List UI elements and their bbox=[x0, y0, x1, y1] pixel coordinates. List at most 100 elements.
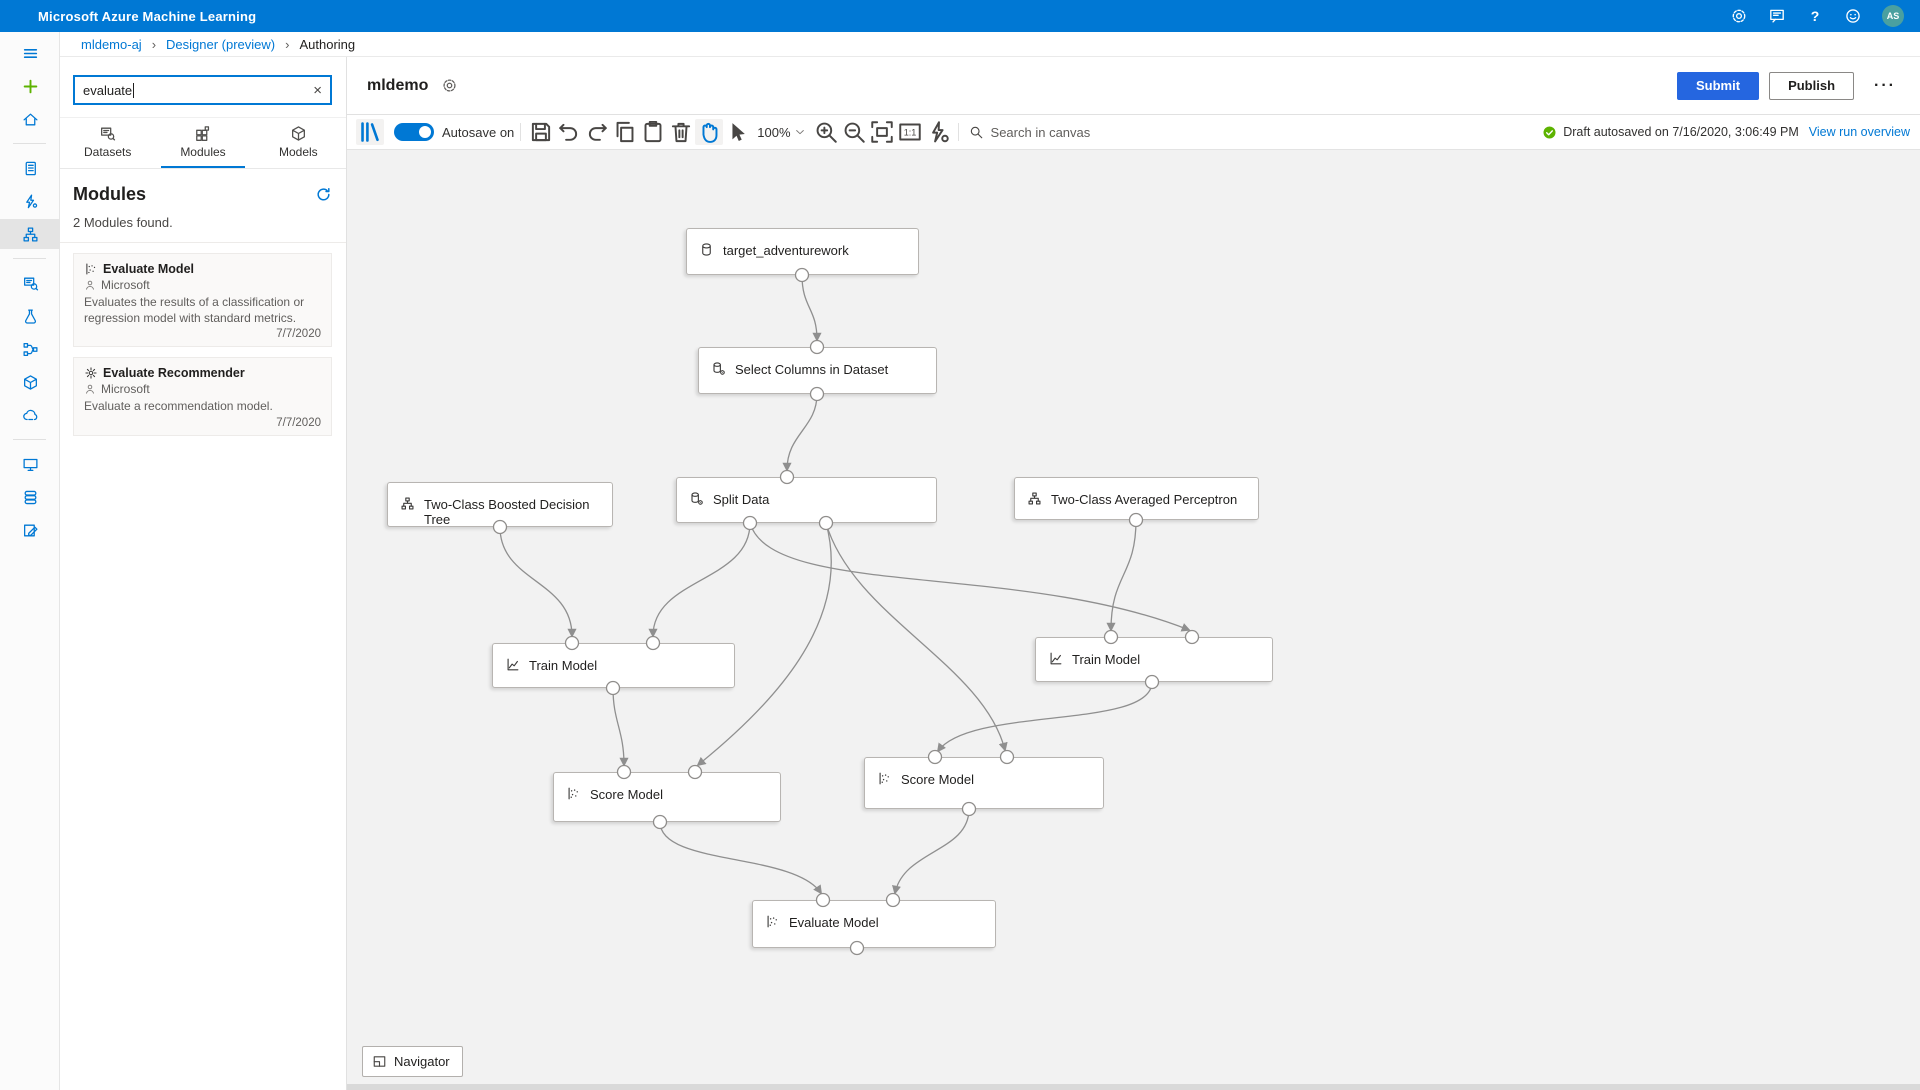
breadcrumb: mldemo-aj › Designer (preview) › Authori… bbox=[60, 32, 1920, 57]
navigator-button[interactable]: Navigator bbox=[362, 1046, 463, 1077]
autosave-success-check-icon bbox=[1542, 125, 1557, 140]
rail-item-endpoints[interactable] bbox=[0, 400, 60, 430]
canvas-node-split-data[interactable]: Split Data bbox=[676, 477, 937, 523]
rail-item-home[interactable] bbox=[0, 104, 60, 134]
delete-icon[interactable] bbox=[667, 119, 695, 145]
breadcrumb-workspace[interactable]: mldemo-aj bbox=[81, 36, 142, 52]
canvas-node-perceptron[interactable]: Two-Class Averaged Perceptron bbox=[1014, 477, 1259, 520]
search-in-canvas-input[interactable]: Search in canvas bbox=[969, 125, 1090, 140]
rail-item-experiments[interactable] bbox=[0, 301, 60, 331]
app-top-bar: Microsoft Azure Machine Learning ? AS bbox=[0, 0, 1920, 32]
actual-size-icon[interactable]: 1:1 bbox=[896, 119, 924, 145]
help-icon[interactable]: ? bbox=[1810, 8, 1820, 24]
compute-icon bbox=[22, 456, 39, 473]
rail-item-notebooks[interactable] bbox=[0, 153, 60, 183]
rail-divider bbox=[13, 439, 46, 440]
scatter-icon bbox=[877, 771, 892, 786]
module-card-evaluate-recommender[interactable]: Evaluate Recommender Microsoft Evaluate … bbox=[73, 357, 332, 436]
module-card-description: Evaluate a recommendation model. bbox=[84, 399, 273, 414]
autosave-label: Autosave on bbox=[442, 124, 515, 140]
rail-item-models[interactable] bbox=[0, 367, 60, 397]
pipeline-settings-gear-icon[interactable] bbox=[441, 77, 458, 94]
settings-gear-icon[interactable] bbox=[1730, 7, 1748, 25]
avatar[interactable]: AS bbox=[1882, 5, 1904, 27]
navigator-icon bbox=[372, 1054, 387, 1069]
rail-item-datastores[interactable] bbox=[0, 482, 60, 512]
autosave-toggle[interactable] bbox=[394, 123, 434, 141]
modules-tab-icon bbox=[194, 125, 211, 142]
module-card-date: 7/7/2020 bbox=[276, 416, 321, 429]
tab-models[interactable]: Models bbox=[251, 118, 346, 168]
copy-icon[interactable] bbox=[611, 119, 639, 145]
submit-button[interactable]: Submit bbox=[1677, 71, 1760, 100]
canvas-node-evaluate[interactable]: Evaluate Model bbox=[752, 900, 996, 948]
pipeline-edge bbox=[1106, 519, 1137, 632]
rail-item-new[interactable] bbox=[0, 71, 60, 101]
publish-button[interactable]: Publish bbox=[1769, 71, 1855, 100]
rail-item-designer[interactable] bbox=[0, 219, 60, 249]
tab-datasets[interactable]: Datasets bbox=[60, 118, 155, 168]
pipeline-edge bbox=[499, 526, 577, 638]
pipeline-edge bbox=[749, 522, 1191, 632]
datastores-icon bbox=[22, 489, 39, 506]
canvas-node-train-left[interactable]: Train Model bbox=[492, 643, 735, 688]
train-icon bbox=[1048, 651, 1063, 666]
app-title: Microsoft Azure Machine Learning bbox=[38, 8, 257, 24]
zoom-out-icon[interactable] bbox=[840, 119, 868, 145]
node-label: Train Model bbox=[1072, 652, 1141, 667]
refresh-icon[interactable] bbox=[315, 186, 332, 203]
undo-icon[interactable] bbox=[555, 119, 583, 145]
module-card-evaluate-model[interactable]: Evaluate Model Microsoft Evaluates the r… bbox=[73, 253, 332, 348]
tab-label: Modules bbox=[180, 145, 226, 159]
tab-modules[interactable]: Modules bbox=[155, 118, 250, 168]
horizontal-scrollbar[interactable] bbox=[347, 1084, 1920, 1090]
rail-item-compute[interactable] bbox=[0, 449, 60, 479]
canvas-node-score-right[interactable]: Score Model bbox=[864, 757, 1104, 809]
divider bbox=[520, 123, 522, 141]
scatter-icon bbox=[566, 786, 581, 801]
feedback-icon[interactable] bbox=[1768, 7, 1786, 25]
more-options-button[interactable]: ··· bbox=[1874, 76, 1896, 94]
recommender-icon bbox=[84, 366, 98, 380]
rail-item-pipelines[interactable] bbox=[0, 334, 60, 364]
rail-item-datasets[interactable] bbox=[0, 268, 60, 298]
rail-item-menu[interactable] bbox=[0, 38, 60, 68]
auto-layout-icon[interactable] bbox=[924, 119, 952, 145]
canvas-node-score-left[interactable]: Score Model bbox=[553, 772, 781, 822]
view-run-overview-link[interactable]: View run overview bbox=[1808, 125, 1910, 139]
redo-icon[interactable] bbox=[583, 119, 611, 145]
pipeline-edge bbox=[825, 522, 1008, 752]
canvas-node-dataset[interactable]: target_adventurework bbox=[686, 228, 919, 275]
node-label: Split Data bbox=[713, 492, 770, 507]
automated-ml-icon bbox=[22, 193, 39, 210]
node-label: Score Model bbox=[901, 772, 974, 787]
paste-icon[interactable] bbox=[639, 119, 667, 145]
zoom-level-value: 100% bbox=[757, 124, 791, 140]
text-caret bbox=[133, 82, 135, 98]
canvas-node-train-right[interactable]: Train Model bbox=[1035, 637, 1273, 682]
person-icon bbox=[84, 279, 96, 291]
smiley-feedback-icon[interactable] bbox=[1844, 7, 1862, 25]
fit-to-screen-icon[interactable] bbox=[868, 119, 896, 145]
search-input[interactable]: evaluate × bbox=[73, 75, 332, 105]
pan-hand-icon[interactable] bbox=[695, 119, 724, 145]
rail-divider bbox=[13, 143, 46, 144]
module-card-vendor: Microsoft bbox=[101, 382, 150, 397]
toggle-palette-icon[interactable] bbox=[356, 119, 384, 145]
canvas-node-select-columns[interactable]: Select Columns in Dataset bbox=[698, 347, 937, 394]
zoom-level-dropdown[interactable]: 100% bbox=[757, 125, 805, 140]
rail-item-labeling[interactable] bbox=[0, 515, 60, 545]
pipeline-edge bbox=[648, 522, 751, 638]
zoom-in-icon[interactable] bbox=[812, 119, 840, 145]
left-nav-rail bbox=[0, 32, 60, 1090]
canvas-toolbar: Autosave on 100% bbox=[347, 115, 1920, 150]
node-label: Two-Class Averaged Perceptron bbox=[1051, 492, 1238, 507]
canvas-node-boosted-tree[interactable]: Two-Class Boosted Decision Tree bbox=[387, 482, 613, 527]
save-icon[interactable] bbox=[527, 119, 555, 145]
select-pointer-icon[interactable] bbox=[723, 119, 751, 145]
breadcrumb-designer[interactable]: Designer (preview) bbox=[166, 36, 276, 52]
rail-item-automated-ml[interactable] bbox=[0, 186, 60, 216]
clear-search-icon[interactable]: × bbox=[313, 81, 322, 99]
